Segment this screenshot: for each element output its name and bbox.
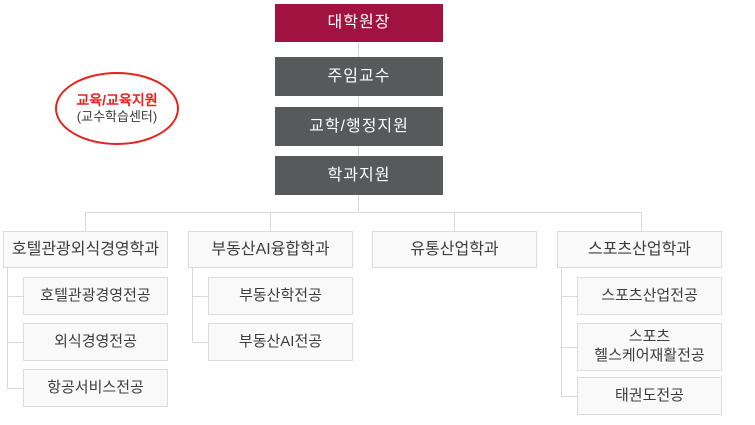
major-box-food-service-mgmt: 외식경영전공 <box>23 323 168 361</box>
connector-drop-dept-3 <box>454 212 455 231</box>
major-box-real-estate-studies: 부동산학전공 <box>208 277 353 315</box>
connector-branch-1-tick-2 <box>7 342 23 343</box>
major-box-real-estate-ai: 부동산AI전공 <box>208 323 353 361</box>
connector-branch-1-tick-3 <box>7 388 23 389</box>
connector-drop-dept-2 <box>270 212 271 231</box>
connector-branch-1-tick-1 <box>7 296 23 297</box>
dept-box-distribution-industry: 유통산업학과 <box>372 231 537 268</box>
major-box-taekwondo: 태권도전공 <box>577 377 722 415</box>
major-box-sports-healthcare-rehab: 스포츠 헬스케어재활전공 <box>577 323 722 371</box>
connector-branch-4-spine <box>561 268 562 396</box>
connector-branch-4-tick-1 <box>561 296 577 297</box>
chain-box-dean: 대학원장 <box>275 4 443 42</box>
connector-branch-4-tick-2 <box>561 347 577 348</box>
connector-drop-dept-4 <box>641 212 642 231</box>
dept-box-real-estate-ai: 부동산AI융합학과 <box>188 231 353 268</box>
connector-rail <box>85 212 642 213</box>
connector-drop-dept-1 <box>85 212 86 231</box>
chain-box-head-professor: 주임교수 <box>275 57 443 96</box>
connector-branch-1-spine <box>7 268 8 388</box>
connector-branch-2-tick-1 <box>192 296 208 297</box>
dept-box-sports-industry: 스포츠산업학과 <box>557 231 722 268</box>
connector-chain-1 <box>358 42 359 57</box>
major-box-hotel-tourism-mgmt: 호텔관광경영전공 <box>23 277 168 315</box>
annotation-ellipse: 교육/교육지원 (교수학습센터) <box>55 72 179 145</box>
major-box-aviation-service: 항공서비스전공 <box>23 369 168 407</box>
dept-box-hotel-tourism: 호텔관광외식경영학과 <box>3 231 168 268</box>
connector-chain-3 <box>358 146 359 156</box>
connector-chain-2 <box>358 96 359 107</box>
major-box-sports-industry: 스포츠산업전공 <box>577 277 722 315</box>
annotation-subtitle: (교수학습센터) <box>76 109 158 125</box>
chain-box-department-support: 학과지원 <box>275 156 443 195</box>
connector-branch-2-tick-2 <box>192 342 208 343</box>
annotation-title: 교육/교육지원 <box>76 91 158 108</box>
connector-branch-2-spine <box>192 268 193 342</box>
connector-trunk <box>358 195 359 212</box>
chain-box-academic-admin-support: 교학/행정지원 <box>275 107 443 146</box>
connector-branch-4-tick-3 <box>561 396 577 397</box>
